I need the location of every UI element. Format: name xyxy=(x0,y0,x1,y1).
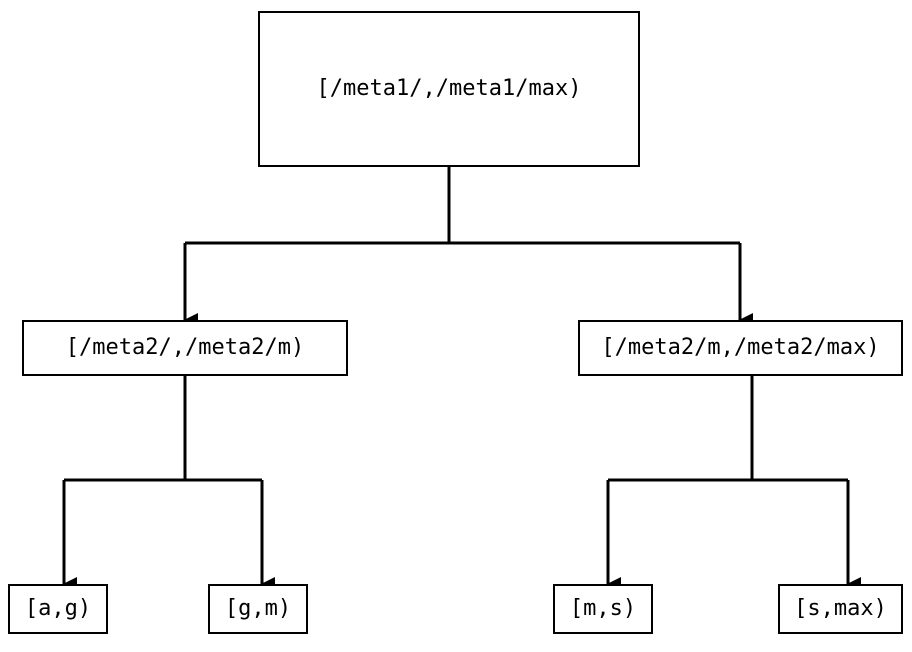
node-leaf-g-m-label: [g,m) xyxy=(224,596,292,621)
node-mid-left[interactable]: [/meta2/,/meta2/m) xyxy=(22,320,348,376)
node-root-label: [/meta1/,/meta1/max) xyxy=(316,76,582,101)
node-leaf-a-g-label: [a,g) xyxy=(24,596,92,621)
node-leaf-m-s[interactable]: [m,s) xyxy=(553,584,653,634)
node-leaf-m-s-label: [m,s) xyxy=(569,596,637,621)
node-leaf-s-max-label: [s,max) xyxy=(794,596,887,621)
node-leaf-g-m[interactable]: [g,m) xyxy=(208,584,308,634)
node-leaf-a-g[interactable]: [a,g) xyxy=(8,584,108,634)
node-root[interactable]: [/meta1/,/meta1/max) xyxy=(258,11,640,167)
node-leaf-s-max[interactable]: [s,max) xyxy=(778,584,903,634)
node-mid-left-label: [/meta2/,/meta2/m) xyxy=(65,335,305,360)
node-mid-right-label: [/meta2/m,/meta2/max) xyxy=(601,335,880,360)
node-mid-right[interactable]: [/meta2/m,/meta2/max) xyxy=(578,320,903,376)
